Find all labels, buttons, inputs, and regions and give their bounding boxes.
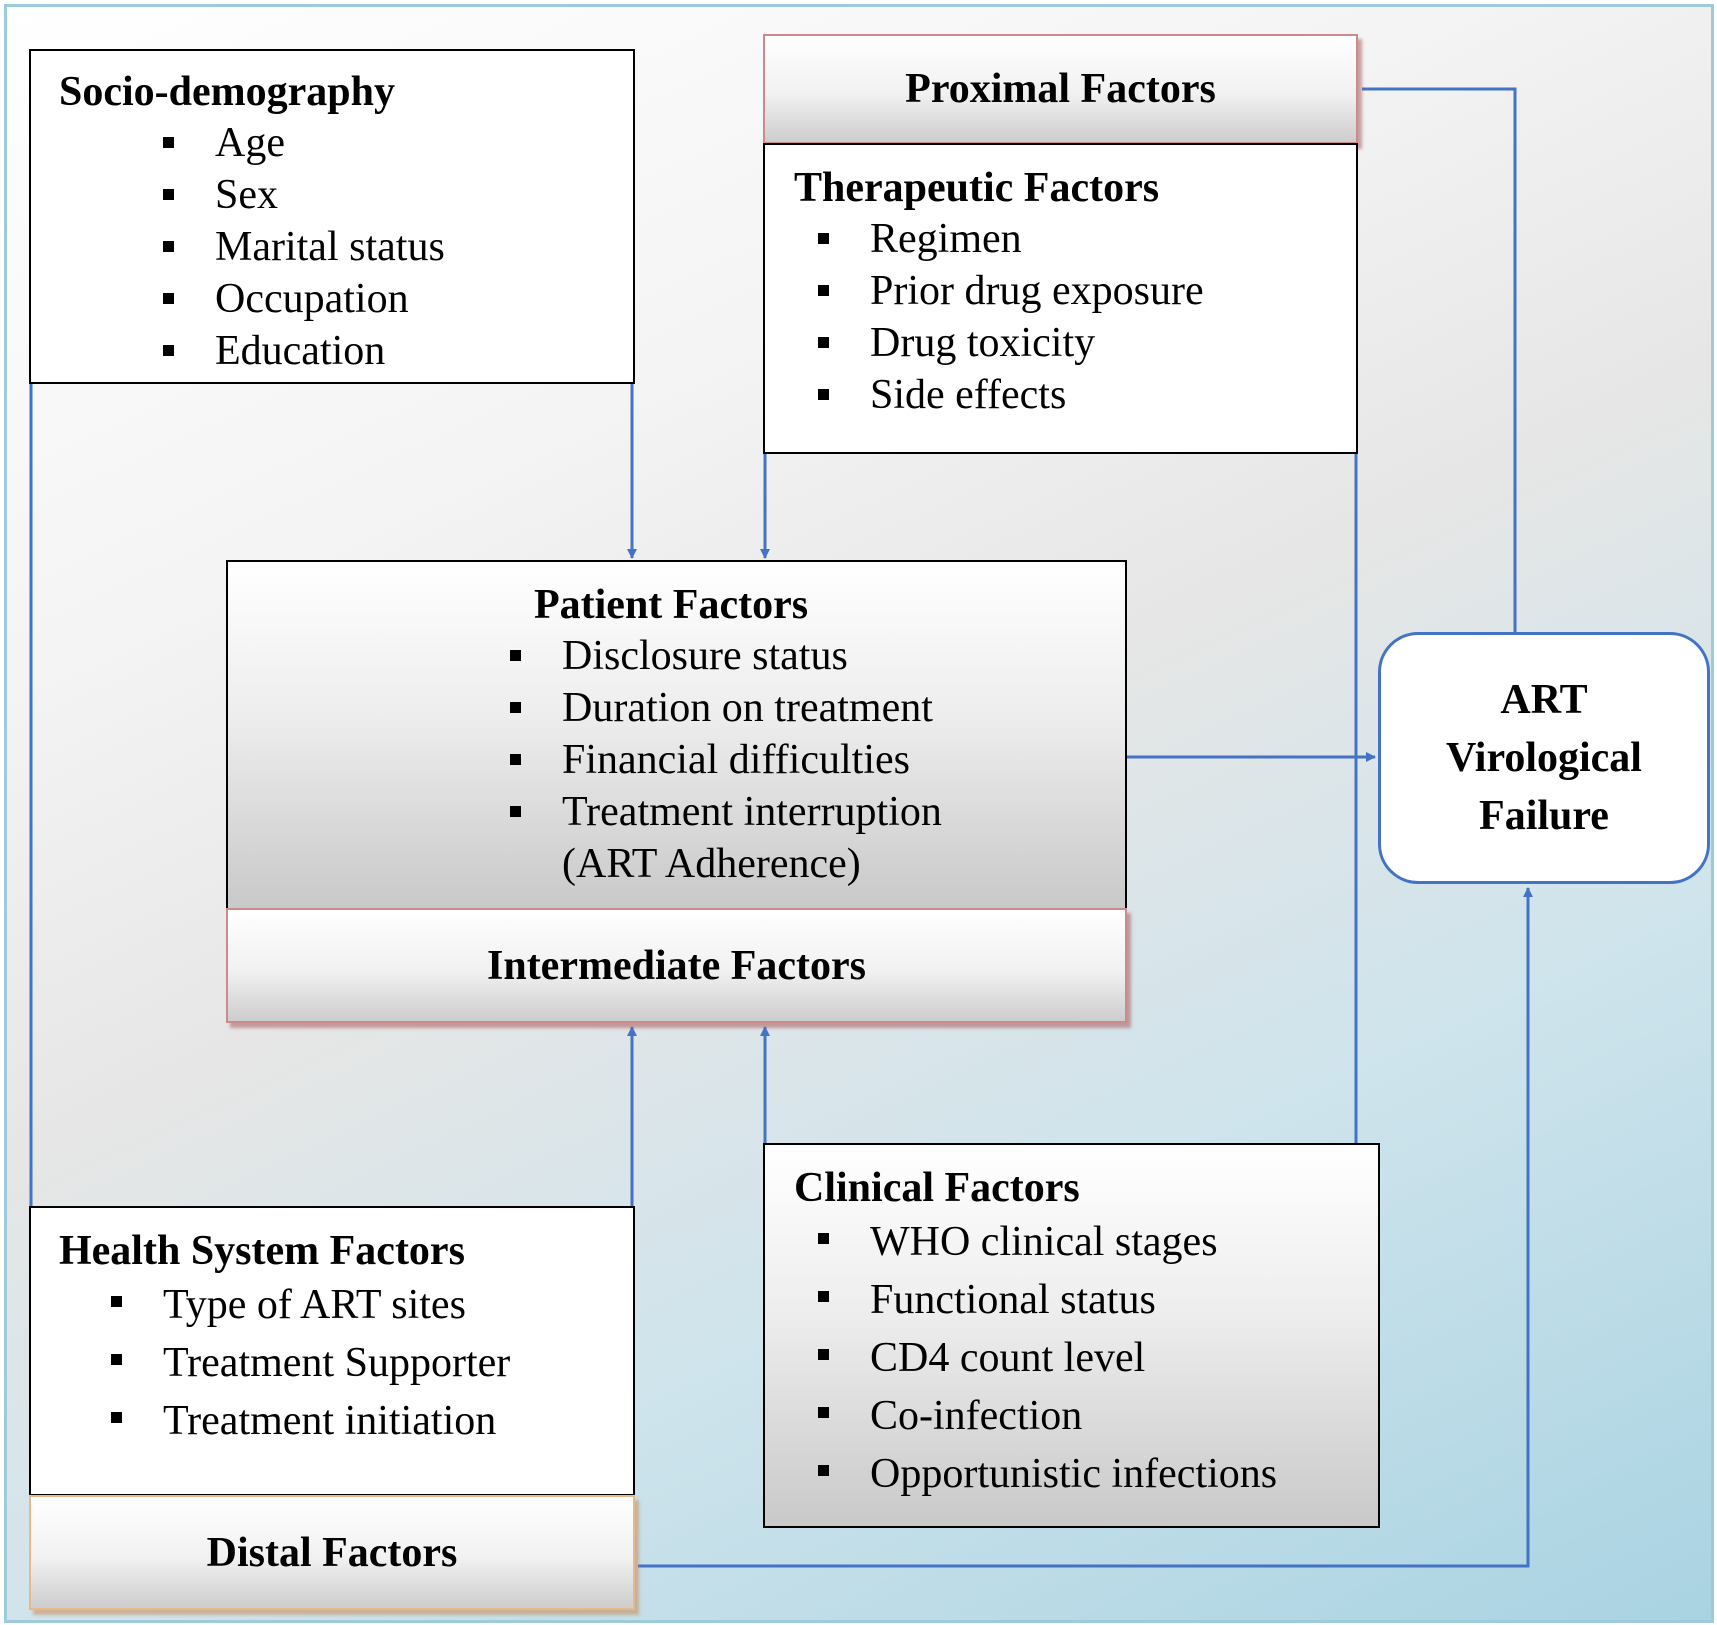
- list-item: Financial difficulties: [510, 734, 1125, 786]
- list-item: Duration on treatment: [510, 682, 1125, 734]
- arrow-distal-to-art: [638, 887, 1533, 1568]
- socio-demography-list: Age Sex Marital status Occupation Educat…: [163, 117, 633, 377]
- list-item: Functional status: [818, 1271, 1378, 1329]
- art-virological-failure-box: ART Virological Failure: [1378, 632, 1710, 884]
- list-item: CD4 count level: [818, 1329, 1378, 1387]
- list-item: Disclosure status: [510, 630, 1125, 682]
- list-item: Treatment Supporter: [111, 1334, 633, 1392]
- list-item: Type of ART sites: [111, 1276, 633, 1334]
- list-item: Treatment initiation: [111, 1392, 633, 1450]
- socio-demography-title: Socio-demography: [59, 69, 395, 115]
- proximal-factors-band: Proximal Factors: [763, 34, 1358, 144]
- distal-factors-band: Distal Factors: [29, 1495, 635, 1610]
- adherence-note: (ART Adherence): [562, 841, 861, 887]
- clinical-factors-title: Clinical Factors: [794, 1165, 1080, 1211]
- health-system-factors-list: Type of ART sites Treatment Supporter Tr…: [111, 1276, 633, 1450]
- intermediate-factors-label: Intermediate Factors: [486, 942, 867, 989]
- patient-factors-list: Disclosure status Duration on treatment …: [510, 630, 1125, 838]
- patient-factors-box: Patient Factors Disclosure status Durati…: [226, 560, 1127, 910]
- list-item: Marital status: [163, 221, 633, 273]
- list-item: Sex: [163, 169, 633, 221]
- list-item: Co-infection: [818, 1387, 1378, 1445]
- therapeutic-factors-box: Therapeutic Factors Regimen Prior drug e…: [763, 143, 1358, 454]
- list-item: Age: [163, 117, 633, 169]
- therapeutic-factors-title: Therapeutic Factors: [794, 165, 1160, 211]
- socio-demography-box: Socio-demography Age Sex Marital status …: [29, 49, 635, 384]
- list-item: Prior drug exposure: [818, 265, 1356, 317]
- outcome-line-1: ART: [1500, 677, 1588, 723]
- clinical-factors-box: Clinical Factors WHO clinical stages Fun…: [763, 1143, 1380, 1528]
- list-item: Occupation: [163, 273, 633, 325]
- patient-factors-title: Patient Factors: [534, 582, 809, 628]
- arrow-proximal-to-art: [1362, 87, 1520, 644]
- list-item: Opportunistic infections: [818, 1445, 1378, 1503]
- list-item: WHO clinical stages: [818, 1213, 1378, 1271]
- health-system-factors-title: Health System Factors: [59, 1228, 465, 1274]
- list-item: Side effects: [818, 369, 1356, 421]
- outcome-line-2: Virological: [1446, 735, 1642, 781]
- list-item: Drug toxicity: [818, 317, 1356, 369]
- list-item: Education: [163, 325, 633, 377]
- outcome-line-3: Failure: [1479, 793, 1609, 839]
- proximal-factors-label: Proximal Factors: [905, 66, 1216, 112]
- clinical-factors-list: WHO clinical stages Functional status CD…: [818, 1213, 1378, 1503]
- intermediate-factors-band: Intermediate Factors: [226, 908, 1127, 1023]
- list-item: Treatment interruption: [510, 786, 1125, 838]
- list-item: Regimen: [818, 213, 1356, 265]
- distal-factors-label: Distal Factors: [206, 1529, 458, 1576]
- health-system-factors-box: Health System Factors Type of ART sites …: [29, 1206, 635, 1496]
- therapeutic-factors-list: Regimen Prior drug exposure Drug toxicit…: [818, 213, 1356, 421]
